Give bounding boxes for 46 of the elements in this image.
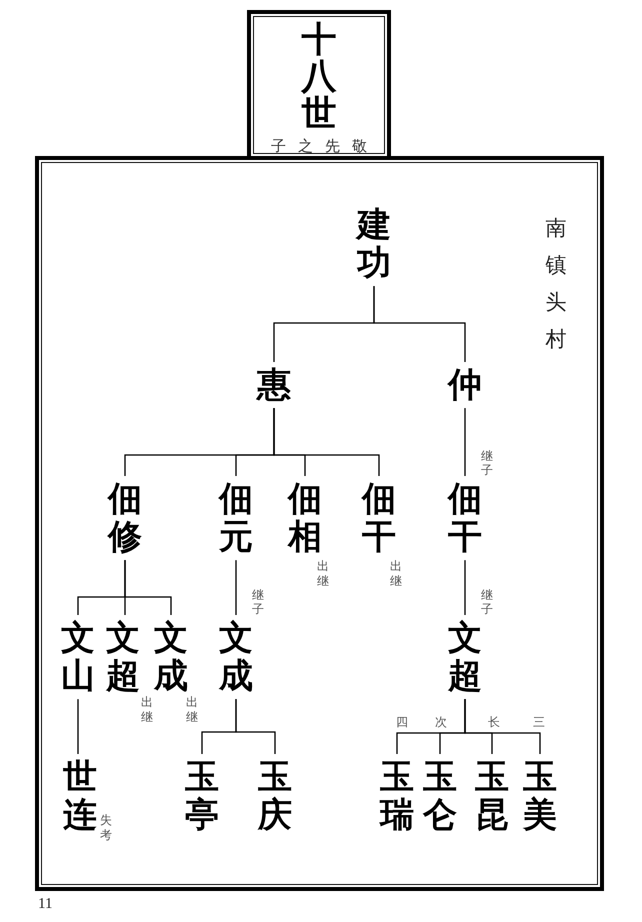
edge-label: 次 — [435, 715, 447, 730]
name-text: 文超 — [448, 619, 482, 696]
page-frame — [35, 156, 604, 891]
name-text: 玉昆 — [475, 758, 509, 834]
name-text: 玉仑 — [423, 758, 457, 834]
name-text: 佃修 — [108, 480, 142, 556]
edge-label: 四 — [396, 715, 408, 730]
connector-line — [235, 699, 276, 754]
generation-heading: 十八世 — [302, 22, 336, 132]
connector-line — [464, 560, 466, 615]
name-text: 玉亭 — [185, 758, 219, 834]
connector-line — [373, 286, 466, 362]
name-text: 文山 — [61, 619, 95, 696]
edge-label: 长 — [488, 715, 500, 730]
name-text: 文成 — [219, 619, 253, 696]
name-text: 文成 — [154, 619, 188, 696]
name-text: 建功 — [357, 206, 391, 282]
connector-line — [464, 408, 466, 476]
connector-line — [273, 408, 380, 476]
name-text: 惠 — [257, 366, 291, 404]
name-text: 文超 — [106, 619, 140, 696]
name-text: 佃元 — [219, 480, 253, 556]
name-text: 玉庆 — [258, 758, 292, 834]
name-text: 仲 — [448, 366, 482, 404]
connector-line — [235, 560, 237, 615]
edge-label: 继子 — [481, 588, 493, 617]
connector-line — [464, 699, 541, 754]
note-text: 出继 — [186, 695, 198, 724]
name-text: 佃干 — [362, 480, 396, 556]
subtitle-text: 子之先敬 — [270, 138, 379, 154]
note-text: 失考 — [100, 813, 112, 842]
page-number: 11 — [38, 896, 52, 913]
name-text: 佃相 — [288, 480, 322, 556]
note-text: 出继 — [141, 695, 153, 724]
name-text: 佃干 — [448, 480, 482, 556]
name-text: 世连 — [63, 758, 97, 834]
connector-line — [77, 699, 79, 754]
edge-label: 继子 — [252, 588, 264, 617]
note-text: 出继 — [317, 559, 329, 588]
connector-line — [124, 560, 172, 615]
name-text: 玉瑞 — [380, 758, 414, 834]
note-text: 出继 — [390, 559, 402, 588]
edge-label: 三 — [533, 715, 545, 730]
name-text: 玉美 — [523, 758, 557, 834]
vertical-heading: 南镇头村 — [546, 215, 566, 353]
edge-label: 继子 — [481, 449, 493, 478]
